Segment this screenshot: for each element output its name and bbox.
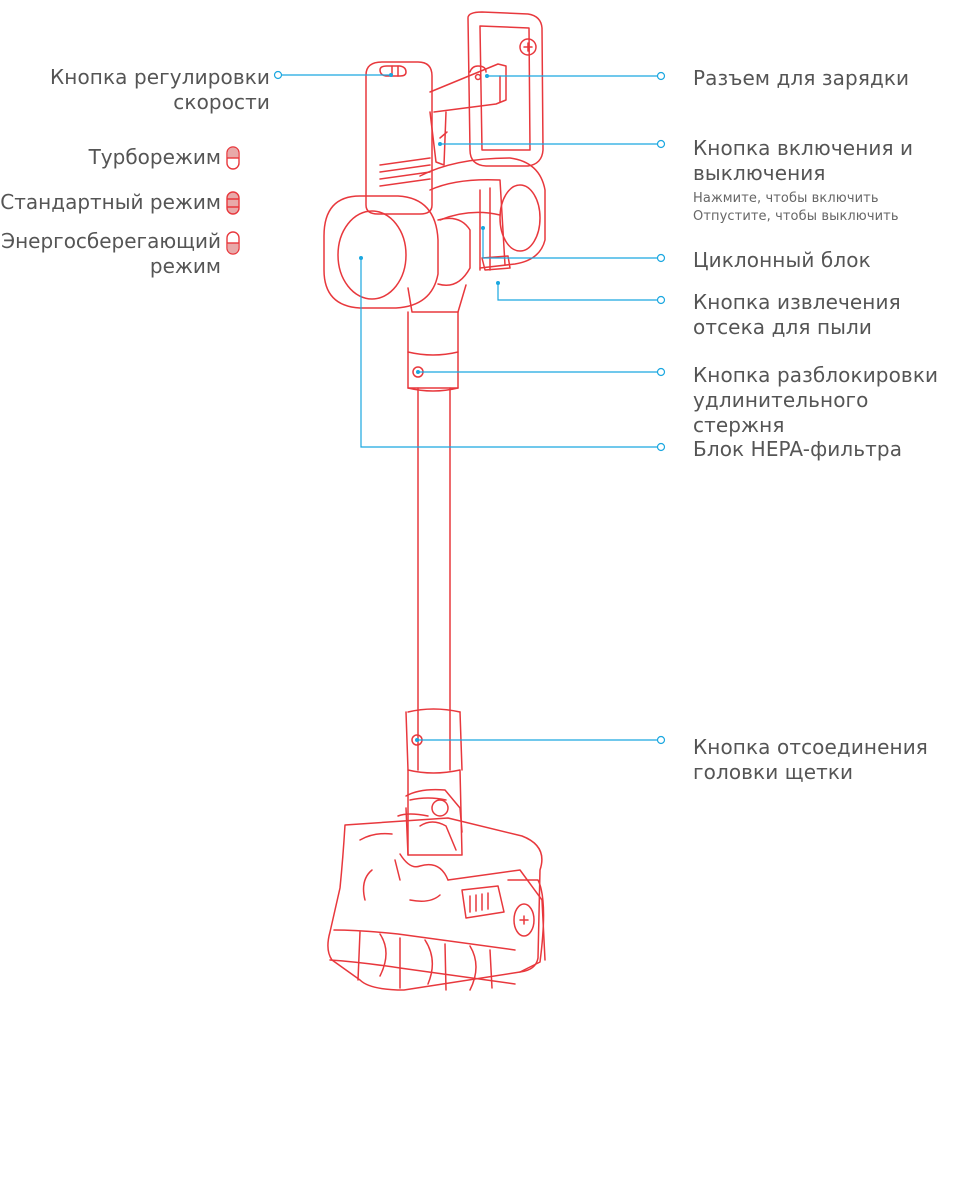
mode-eco-icon: [226, 231, 240, 255]
label-tube-release: Кнопка разблокировки удлинительного стер…: [693, 363, 939, 437]
handle: [429, 63, 507, 166]
leader-dust-release: [496, 281, 666, 305]
mode-turbo: Турборежим: [89, 145, 240, 170]
hepa-filter-cap: [323, 195, 471, 309]
tube: [405, 284, 467, 856]
wall-mount: [467, 11, 544, 167]
mode-eco: Энергосберегающий режим: [1, 229, 240, 279]
mode-turbo-label: Турборежим: [88, 145, 221, 169]
mode-turbo-icon: [226, 145, 240, 170]
leader-power-button: [438, 139, 666, 149]
mode-standard-icon: [226, 190, 240, 215]
floor-brush: [327, 788, 546, 991]
leader-brush-release: [415, 735, 666, 745]
cyclone-body: [419, 157, 546, 271]
mode-standard-label: Стандартный режим: [0, 190, 221, 214]
motor-housing: [365, 61, 433, 215]
label-charging-port: Разъем для зарядки: [693, 66, 910, 90]
leader-charging-port: [485, 71, 666, 81]
label-dust-release: Кнопка извлечения отсека для пыли: [693, 290, 901, 339]
mode-eco-label-line2: режим: [149, 254, 221, 278]
label-cyclone: Циклонный блок: [693, 248, 871, 272]
label-power-button: Кнопка включения и выключения: [693, 136, 914, 185]
leader-tube-release: [416, 367, 666, 377]
mode-eco-label: Энергосберегающий: [1, 229, 221, 253]
label-power-hint: Нажмите, чтобы включить Отпустите, чтобы…: [693, 191, 899, 224]
label-hepa: Блок HEPA-фильтра: [693, 437, 903, 461]
label-speed-button: Кнопка регулировки скорости: [49, 65, 270, 114]
callout-lines: [273, 70, 666, 745]
label-brush-release: Кнопка отсоединения головки щетки: [693, 735, 928, 784]
mode-standard: Стандартный режим: [0, 190, 240, 215]
leader-hepa: [359, 256, 666, 452]
leader-cyclone: [481, 226, 666, 263]
leader-speed-button: [273, 70, 393, 80]
